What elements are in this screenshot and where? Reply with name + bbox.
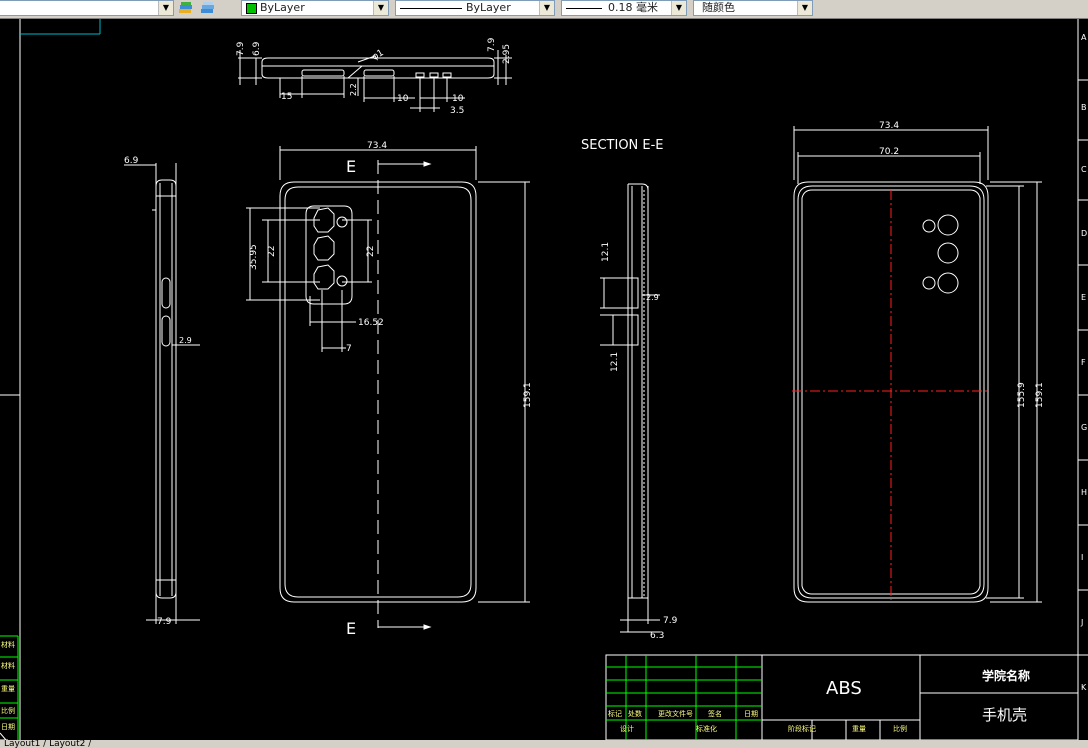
- dim-label: 15: [281, 92, 292, 102]
- title-bottom-label: 比例: [893, 724, 907, 733]
- border-letter: H: [1081, 488, 1087, 497]
- dim-label: 159.1: [523, 382, 533, 408]
- layout-tab-labels[interactable]: Layout1 / Layout2 /: [4, 740, 92, 748]
- border-letter: A: [1081, 33, 1087, 42]
- chevron-down-icon[interactable]: ▼: [671, 1, 686, 15]
- border-letter: I: [1081, 553, 1083, 562]
- color-swatch-icon: [246, 3, 257, 14]
- chevron-down-icon[interactable]: ▼: [158, 1, 173, 15]
- layer-combo-tail[interactable]: ▼: [0, 0, 174, 16]
- properties-toolbar: ▼ ByLayer ▼ ByLayer ▼ 0.18 毫米 ▼ 随颜色 ▼: [0, 0, 1088, 19]
- chevron-down-icon[interactable]: ▼: [797, 1, 812, 15]
- border-letter: C: [1081, 165, 1087, 174]
- layer-states-icon[interactable]: [178, 1, 194, 15]
- legend-label: 材料: [1, 640, 15, 649]
- title-row-label: 日期: [744, 710, 758, 718]
- dim-label: 2.95: [502, 44, 512, 64]
- legend-label: 比例: [1, 706, 15, 715]
- dim-label: 73.4: [367, 141, 387, 151]
- border-letter: D: [1081, 229, 1087, 238]
- dim-label: 2.2: [349, 83, 358, 96]
- dim-label: 6.3: [650, 631, 664, 641]
- ucs-icon: [0, 732, 8, 740]
- dim-label: 22: [366, 246, 376, 257]
- dim-label: 155.9: [1017, 382, 1027, 408]
- linetype-combo-value: ByLayer: [466, 1, 511, 14]
- chevron-down-icon[interactable]: ▼: [373, 1, 388, 15]
- dim-label: 6.9: [252, 41, 262, 56]
- dim-label: 7.9: [663, 616, 678, 626]
- title-row-label: 标记: [608, 709, 622, 718]
- dim-label: 7.9: [157, 617, 172, 627]
- title-row-label: 签名: [708, 709, 722, 718]
- color-combo-value: ByLayer: [260, 1, 305, 14]
- drawing-canvas[interactable]: A B C D E F G H I J K 7.9 6.9 φ1 2.2 15: [0, 19, 1088, 740]
- dim-label: 35.95: [249, 244, 259, 270]
- dim-label: 10: [452, 94, 464, 104]
- dim-label: 7: [346, 344, 352, 354]
- school-label: 学院名称: [982, 668, 1030, 683]
- section-title: SECTION E-E: [581, 138, 664, 153]
- dim-label: 73.4: [879, 121, 899, 131]
- back-view: [246, 146, 530, 630]
- linetype-sample: [400, 8, 462, 9]
- plotstyle-combo[interactable]: 随颜色 ▼: [693, 0, 813, 16]
- border-letter: F: [1081, 358, 1086, 367]
- lineweight-combo[interactable]: 0.18 毫米 ▼: [561, 0, 687, 16]
- side-view: [124, 163, 200, 624]
- title-block: [605, 654, 1079, 740]
- layer-previous-icon[interactable]: [200, 1, 216, 15]
- dim-label: 70.2: [879, 147, 899, 157]
- dim-label: 7.9: [487, 37, 497, 52]
- title-bottom-label: 设计: [620, 724, 634, 733]
- layout-tabs[interactable]: Layout1 / Layout2 /: [0, 740, 1088, 748]
- section-marker: E: [346, 157, 356, 176]
- border-letter: G: [1081, 423, 1087, 432]
- dim-label: φ1: [371, 48, 386, 62]
- title-bottom-label: 阶段标记: [788, 724, 816, 733]
- title-bottom-label: 标准化: [696, 724, 717, 733]
- legend-label: 日期: [1, 723, 15, 731]
- color-combo[interactable]: ByLayer ▼: [241, 0, 389, 16]
- border-letter: K: [1081, 683, 1087, 692]
- dim-label: 6.9: [124, 156, 139, 166]
- lineweight-combo-value: 0.18 毫米: [608, 1, 658, 14]
- border-letter: J: [1080, 618, 1083, 627]
- legend-label: 材料: [1, 661, 15, 670]
- centerlines: [792, 190, 990, 600]
- title-row-label: 更改文件号: [658, 709, 693, 718]
- border-letter: E: [1081, 293, 1086, 302]
- legend-label: 重量: [1, 685, 15, 693]
- dim-label: 2.9: [179, 336, 192, 345]
- title-bottom-label: 重量: [852, 725, 866, 733]
- dim-label: 16.52: [358, 318, 384, 328]
- dim-label: 12.1: [601, 242, 611, 262]
- dim-label: 159.1: [1035, 382, 1045, 408]
- top-view: [238, 50, 512, 112]
- left-legend: [0, 635, 19, 740]
- title-row-label: 处数: [628, 709, 642, 718]
- part-name-label: 手机壳: [982, 706, 1027, 724]
- material-label: ABS: [826, 678, 862, 699]
- dim-label: 2.9: [646, 293, 659, 302]
- dim-label: 12.1: [610, 352, 620, 372]
- dim-label: 22: [267, 246, 277, 257]
- front-view: [793, 126, 1042, 603]
- dim-label: 10: [397, 94, 409, 104]
- border-letter: B: [1081, 103, 1087, 112]
- section-marker: E: [346, 619, 356, 638]
- lineweight-sample: [566, 8, 602, 9]
- section-view: [600, 183, 660, 633]
- chevron-down-icon[interactable]: ▼: [539, 1, 554, 15]
- dim-label: 7.9: [236, 41, 246, 56]
- plotstyle-combo-value: 随颜色: [702, 1, 735, 14]
- dim-label: 3.5: [450, 106, 464, 116]
- linetype-combo[interactable]: ByLayer ▼: [395, 0, 555, 16]
